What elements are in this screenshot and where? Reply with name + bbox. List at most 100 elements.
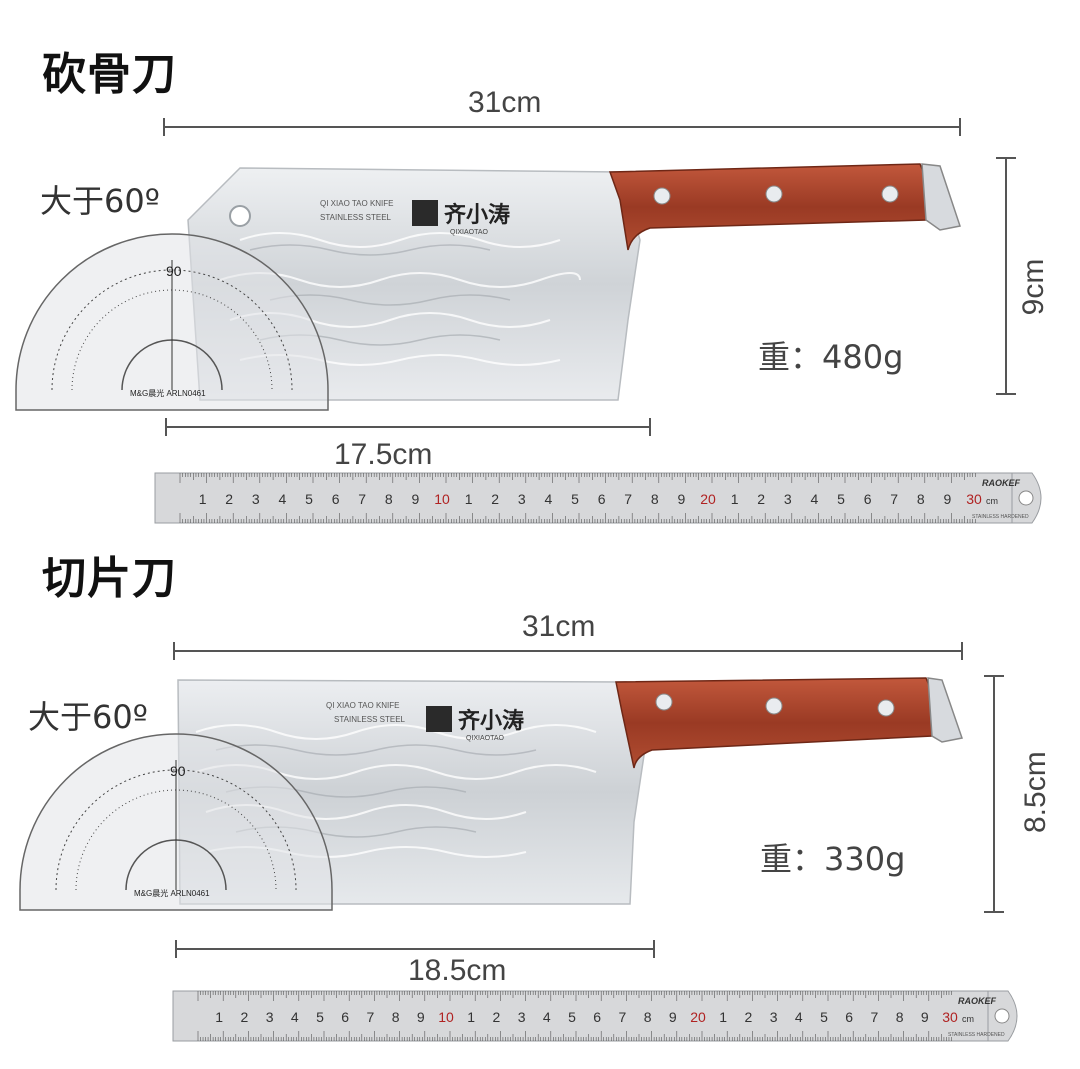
ruler-number: 1 [719,1009,727,1025]
weight-label: 重：480g [758,338,904,376]
ruler-number: 7 [367,1009,375,1025]
total-length-dimension-line [173,642,963,660]
ruler-brand: RAOKEF [982,478,1021,488]
ruler-number: 8 [392,1009,400,1025]
ruler-number: 6 [332,491,340,507]
brand-cn: 齐小涛 [458,708,524,733]
ruler-number: 4 [543,1009,551,1025]
ruler-number: 30 [942,1009,958,1025]
ruler-number: 4 [545,491,553,507]
ruler-number: 20 [690,1009,706,1025]
ruler-number: 9 [678,491,686,507]
ruler-number: 9 [944,491,952,507]
ruler-number: 1 [467,1009,475,1025]
ruler-number: 6 [864,491,872,507]
protractor: 90 M&G晨光 ARLN0461 [15,233,329,411]
brand-en: QI XIAO TAO KNIFE [320,199,394,208]
blade-length-label: 18.5cm [408,954,507,987]
height-label: 8.5cm [1019,751,1052,833]
ruler-number: 2 [493,1009,501,1025]
blade-length-dimension-line [165,418,651,436]
ruler-brand: RAOKEF [958,996,997,1006]
ruler-number: 4 [811,491,819,507]
svg-text:M&G晨光 ARLN0461: M&G晨光 ARLN0461 [134,888,210,898]
height-dimension-line [984,675,1004,913]
ruler-number: 9 [921,1009,929,1025]
ruler-number: 6 [598,491,606,507]
ruler-number: 5 [305,491,313,507]
ruler-number: 2 [745,1009,753,1025]
ruler-number: 3 [770,1009,778,1025]
ruler-number: 7 [358,491,366,507]
ruler-number: 4 [795,1009,803,1025]
blade-length-dimension-line [175,940,655,958]
ruler-number: 4 [291,1009,299,1025]
brand-pinyin: QIXIAOTAO [466,735,505,742]
brand-cn: 齐小涛 [444,202,510,227]
section-title-slicing-knife: 切片刀 [42,553,177,604]
section-title-bone-chopper: 砍骨刀 [42,49,177,100]
ruler-number: 2 [491,491,499,507]
ruler-unit: cm [962,1014,974,1024]
ruler-number: 3 [266,1009,274,1025]
height-label: 9cm [1017,258,1050,316]
protractor: 90 M&G晨光 ARLN0461 [19,733,333,911]
ruler-number: 1 [215,1009,223,1025]
brand-pinyin: QIXIAOTAO [450,229,489,236]
svg-text:90: 90 [166,263,182,279]
ruler-number: 2 [757,491,765,507]
svg-text:M&G晨光 ARLN0461: M&G晨光 ARLN0461 [130,388,206,398]
ruler-number: 8 [385,491,393,507]
ruler-number: 3 [252,491,260,507]
ruler-number: 7 [890,491,898,507]
ruler-number: 8 [917,491,925,507]
ruler-number: 7 [871,1009,879,1025]
total-length-label: 31cm [522,610,596,643]
ruler-number: 6 [593,1009,601,1025]
steel-label: STAINLESS STEEL [334,715,406,724]
ruler-number: 3 [518,1009,526,1025]
ruler-number: 1 [199,491,207,507]
ruler-number: 1 [465,491,473,507]
ruler-number: 7 [619,1009,627,1025]
angle-label: 大于60º [40,182,160,220]
angle-label: 大于60º [28,698,148,736]
total-length-dimension-line [163,118,961,136]
ruler-number: 1 [731,491,739,507]
ruler-number: 9 [417,1009,425,1025]
ruler-number: 4 [279,491,287,507]
ruler-sub: STAINLESS HARDENED [948,1032,1005,1038]
svg-text:90: 90 [170,763,186,779]
ruler-number: 10 [434,491,450,507]
weight-label: 重：330g [760,840,906,878]
handle [615,677,935,769]
blade-length-label: 17.5cm [334,438,433,471]
ruler-number: 5 [568,1009,576,1025]
steel-label: STAINLESS STEEL [320,213,392,222]
height-dimension-line [996,157,1016,395]
ruler-number: 5 [316,1009,324,1025]
ruler-number: 6 [341,1009,349,1025]
ruler-number: 8 [896,1009,904,1025]
ruler-number: 20 [700,491,716,507]
ruler-number: 10 [438,1009,454,1025]
ruler-unit: cm [986,496,998,506]
total-length-label: 31cm [468,86,542,119]
ruler-number: 5 [571,491,579,507]
ruler-number: 6 [845,1009,853,1025]
ruler-number: 7 [624,491,632,507]
ruler-number: 5 [837,491,845,507]
handle [608,163,929,251]
ruler-number: 3 [784,491,792,507]
ruler-number: 2 [225,491,233,507]
ruler-number: 3 [518,491,526,507]
ruler-sub: STAINLESS HARDENED [972,514,1029,520]
ruler-number: 8 [644,1009,652,1025]
ruler-number: 9 [669,1009,677,1025]
ruler-number: 30 [966,491,982,507]
ruler-number: 2 [241,1009,249,1025]
ruler-number: 9 [412,491,420,507]
brand-en: QI XIAO TAO KNIFE [326,701,400,710]
